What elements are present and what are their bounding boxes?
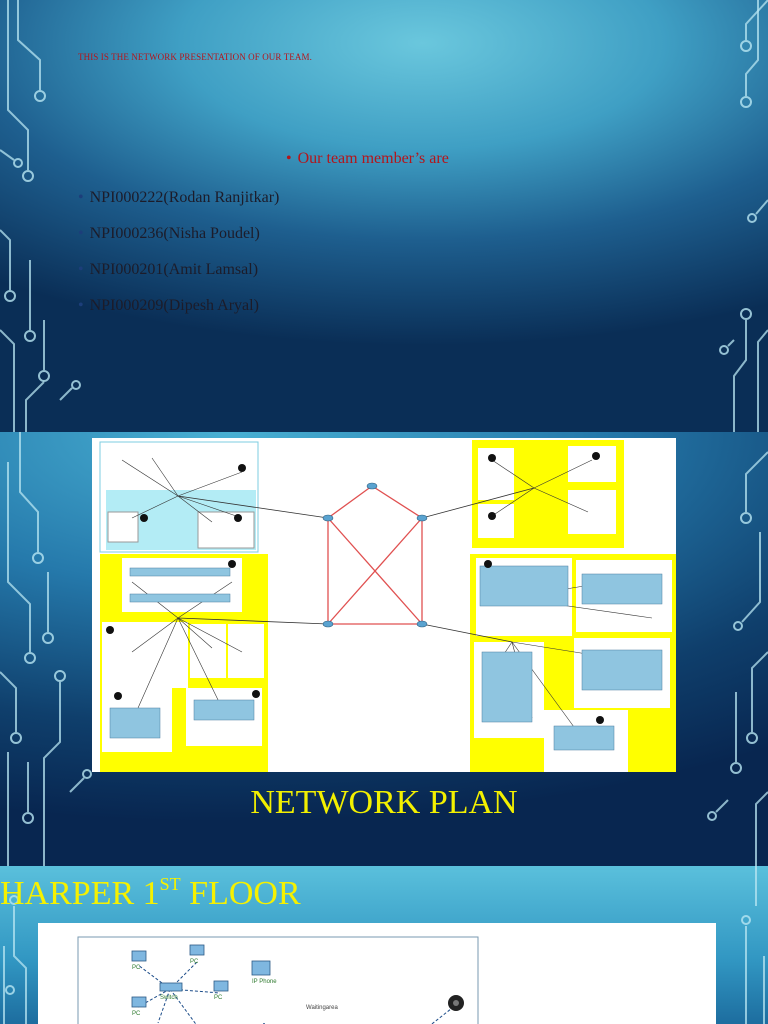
left-circuit-decoration <box>0 432 92 866</box>
slide-team-members: This is the network presentation of our … <box>0 0 768 432</box>
svg-text:PC: PC <box>132 965 141 971</box>
bullet-icon: • <box>78 261 84 278</box>
slide-title: NETWORK PLAN <box>250 784 518 821</box>
svg-text:IP Phone: IP Phone <box>252 979 277 985</box>
slide-network-plan: NETWORK PLAN <box>0 432 768 866</box>
team-member-list: • NPI000222(Rodan Ranjitkar) • NPI000236(N… <box>78 186 279 330</box>
slide-background <box>0 0 768 432</box>
bullet-icon: • <box>78 297 84 314</box>
member-name: NPI000209(Dipesh Aryal) <box>89 297 259 314</box>
right-circuit-decoration <box>741 866 765 1024</box>
member-name: NPI000201(Amit Lamsal) <box>89 261 259 278</box>
title-text: FLOOR <box>180 875 301 912</box>
network-plan-diagram <box>92 438 676 772</box>
left-circuit-decoration <box>0 0 81 432</box>
svg-text:Switch: Switch <box>160 995 178 1001</box>
member-name: NPI000236(Nisha Poudel) <box>89 225 260 242</box>
svg-text:PC: PC <box>190 959 199 965</box>
bullet-icon: • <box>78 189 84 206</box>
list-item: • NPI000222(Rodan Ranjitkar) <box>78 186 279 222</box>
waiting-area-label: Waitingarea <box>306 1005 338 1011</box>
left-circuit-decoration <box>3 895 27 1024</box>
floor-diagram: PC PC PC PC Switch IP Phone Waitingarea <box>38 923 716 1024</box>
list-item: • NPI000201(Amit Lamsal) <box>78 258 279 294</box>
svg-text:PC: PC <box>132 1011 141 1017</box>
list-item: • NPI000236(Nisha Poudel) <box>78 222 279 258</box>
member-name: NPI000222(Rodan Ranjitkar) <box>89 189 280 206</box>
team-heading-text: Our team member’s are <box>297 150 449 167</box>
title-text: HARPER 1 <box>0 875 160 912</box>
presentation-subtitle: This is the network presentation of our … <box>78 52 312 62</box>
title-superscript: ST <box>159 874 181 894</box>
list-item: • NPI000209(Dipesh Aryal) <box>78 294 279 330</box>
right-circuit-decoration <box>707 451 768 866</box>
slide-harper-first-floor: HARPER 1ST FLOOR PC PC PC PC Switch IP Phone… <box>0 866 768 1024</box>
bullet-icon: • <box>286 150 292 167</box>
right-circuit-decoration <box>719 0 768 432</box>
bullet-icon: • <box>78 225 84 242</box>
team-heading: • Our team member’s are <box>286 150 449 168</box>
slide-title: HARPER 1ST FLOOR <box>0 874 301 913</box>
svg-text:PC: PC <box>214 995 223 1001</box>
